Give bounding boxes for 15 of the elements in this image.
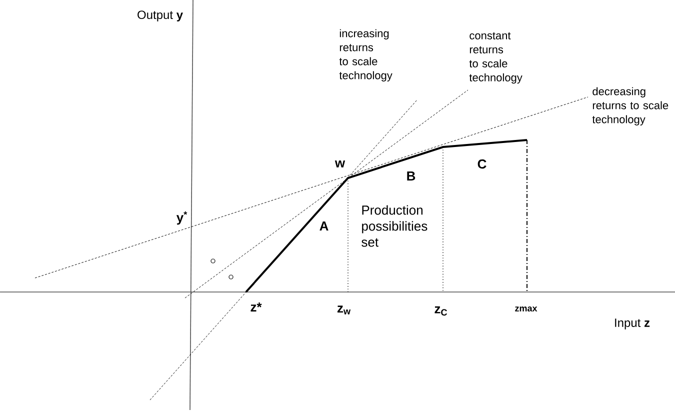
tick-label: z$_{C}$ [434, 306, 448, 316]
region-label: A [320, 222, 328, 230]
line-label: constant returns to scale technology [469, 32, 522, 84]
tick-label: y$^{*}$ [176, 211, 188, 225]
region-label: B [407, 172, 416, 180]
tick-label: z* [250, 302, 262, 312]
axis-title: Output y [138, 10, 183, 22]
tick-label: z$_{w}$ [337, 306, 351, 314]
line-label: decreasing returns to scale technology [592, 87, 668, 126]
region-label: C [478, 159, 486, 169]
point-label: w [334, 160, 346, 168]
line-label: increasing returns to scale technology [339, 29, 392, 82]
region-label: Production possibilities set [362, 205, 428, 247]
tick-label: zmax [515, 306, 538, 312]
axis-title: Input z [615, 318, 650, 330]
